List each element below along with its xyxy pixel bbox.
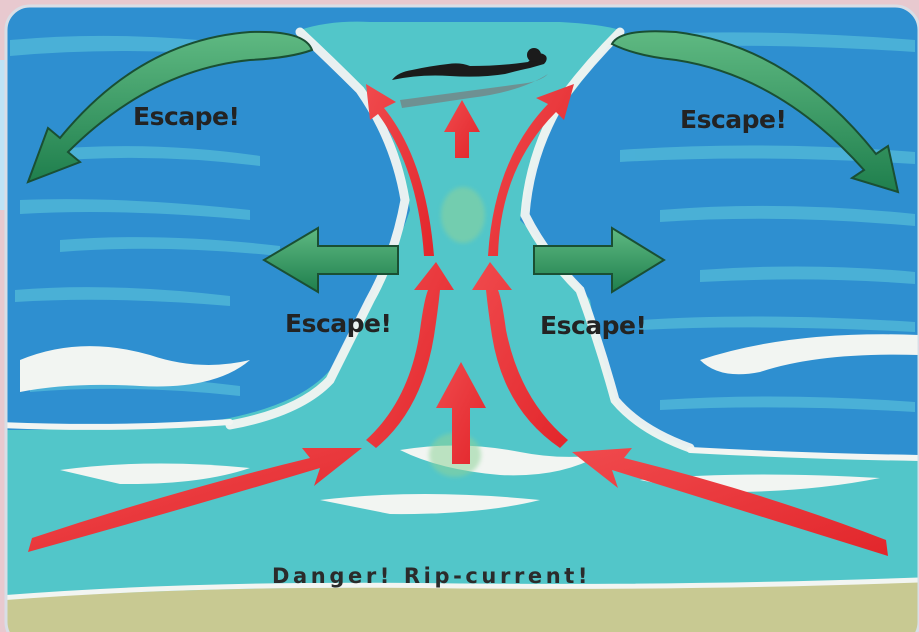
escape-label-top-right: Escape! bbox=[680, 107, 786, 132]
escape-label-middle-right: Escape! bbox=[540, 313, 646, 338]
escape-label-middle-left: Escape! bbox=[285, 311, 391, 336]
danger-label: Danger! Rip-current! bbox=[272, 566, 591, 587]
escape-label-top-left: Escape! bbox=[133, 104, 239, 129]
